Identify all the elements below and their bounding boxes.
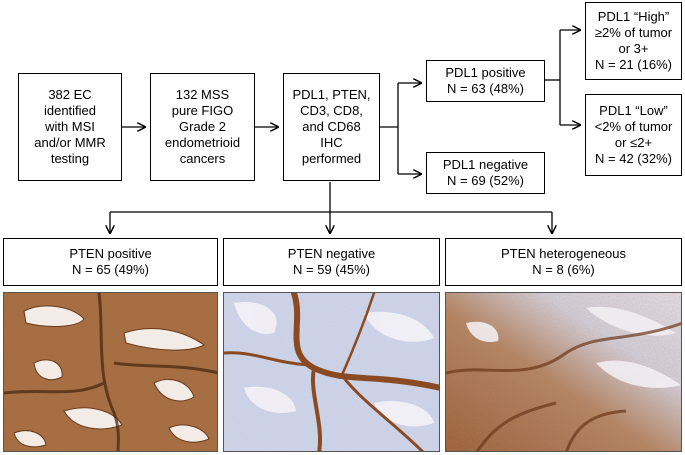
micrograph-pten-positive-art	[4, 293, 217, 451]
box-pdl1-low: PDL1 “Low” <2% of tumor or ≤2+ N = 42 (3…	[585, 94, 682, 176]
micrograph-pten-positive	[3, 292, 218, 452]
box-pdl1-high-text: PDL1 “High” ≥2% of tumor or 3+ N = 21 (1…	[594, 9, 673, 72]
micrograph-pten-heterogeneous	[445, 292, 682, 452]
box-mss: 132 MSS pure FIGO Grade 2 endometrioid c…	[150, 73, 255, 181]
micrograph-pten-negative-art	[224, 293, 439, 451]
box-pten-positive: PTEN positive N = 65 (49%)	[3, 238, 218, 286]
micrograph-pten-heterogeneous-art	[446, 293, 681, 451]
box-pten-heterogeneous: PTEN heterogeneous N = 8 (6%)	[445, 238, 682, 286]
box-pdl1-negative: PDL1 negative N = 69 (52%)	[426, 152, 545, 194]
box-pdl1-positive: PDL1 positive N = 63 (48%)	[426, 60, 545, 102]
box-pdl1-low-text: PDL1 “Low” <2% of tumor or ≤2+ N = 42 (3…	[594, 103, 673, 166]
box-pten-positive-text: PTEN positive N = 65 (49%)	[69, 246, 152, 277]
box-ihc: PDL1, PTEN, CD3, CD8, and CD68 IHC perfo…	[283, 73, 380, 181]
box-identified-text: 382 EC identified with MSI and/or MMR te…	[34, 87, 106, 166]
box-mss-text: 132 MSS pure FIGO Grade 2 endometrioid c…	[164, 87, 241, 166]
box-pten-negative-text: PTEN negative N = 59 (45%)	[287, 246, 376, 277]
box-pten-heterogeneous-text: PTEN heterogeneous N = 8 (6%)	[500, 246, 627, 277]
box-identified: 382 EC identified with MSI and/or MMR te…	[18, 73, 122, 181]
box-pdl1-high: PDL1 “High” ≥2% of tumor or 3+ N = 21 (1…	[585, 2, 682, 80]
box-pdl1-negative-text: PDL1 negative N = 69 (52%)	[442, 157, 529, 188]
micrograph-pten-negative	[223, 292, 440, 452]
box-pten-negative: PTEN negative N = 59 (45%)	[223, 238, 440, 286]
box-ihc-text: PDL1, PTEN, CD3, CD8, and CD68 IHC perfo…	[292, 87, 371, 166]
box-pdl1-positive-text: PDL1 positive N = 63 (48%)	[445, 65, 526, 96]
